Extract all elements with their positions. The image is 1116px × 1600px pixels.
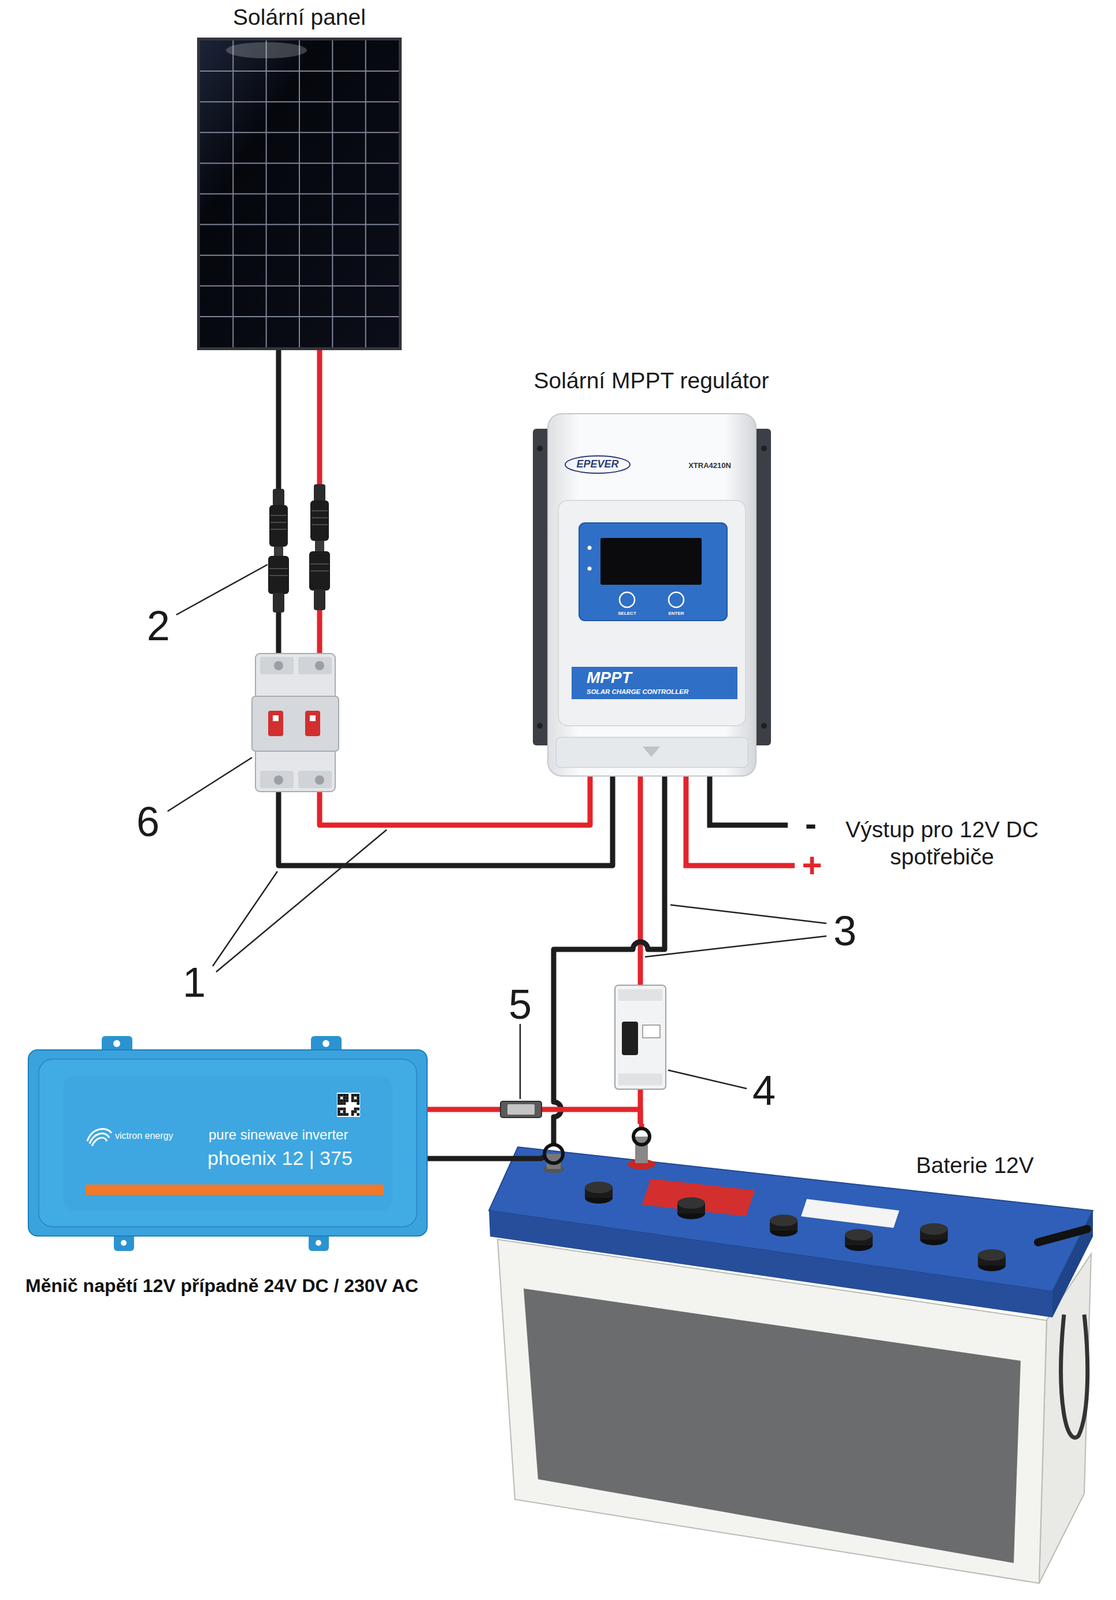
solar-panel: Solární panel — [197, 37, 402, 351]
controller-title: Solární MPPT regulátor — [534, 367, 770, 395]
solar-panel-picture — [197, 37, 402, 351]
output-label: Výstup pro 12V DC spotřebiče — [826, 816, 1058, 871]
callout-number: 5 — [508, 979, 532, 1030]
product-subtitle: SOLAR CHARGE CONTROLLER — [586, 688, 689, 697]
callout-number: 2 — [146, 601, 170, 651]
battery: Baterie 12V — [483, 1124, 1096, 1589]
button-label: ENTER — [668, 610, 684, 617]
polarity-sign: + — [801, 844, 822, 887]
battery-picture — [483, 1124, 1096, 1589]
model-number: XTRA4210N — [688, 461, 732, 471]
inverter-picture — [28, 1036, 428, 1252]
panel-title: Solární panel — [232, 4, 366, 32]
product-line: pure sinewave inverter — [208, 1126, 348, 1144]
button-label: SELECT — [617, 610, 637, 617]
mc4-connector — [309, 484, 331, 611]
charge-controller-picture — [532, 413, 771, 777]
callout-number: 6 — [136, 796, 160, 847]
inline-fuse — [500, 1101, 542, 1118]
device-caption: Měnič napětí 12V případně 24V DC / 230V … — [25, 1274, 442, 1298]
callout-number: 4 — [752, 1065, 776, 1116]
charge-controller: Solární MPPT regulátorEPEVERXTRA4210NSEL… — [532, 413, 771, 777]
brand-logo: EPEVER — [576, 458, 619, 472]
product-badge: MPPT — [586, 668, 632, 688]
model-name: phoenix 12 | 375 — [207, 1146, 353, 1171]
mc4-connector — [268, 488, 289, 613]
load-wire — [686, 776, 795, 866]
inverter: victron energy pure sinewave inverter phoe… — [28, 1036, 428, 1252]
load-wire — [709, 776, 788, 826]
dc-isolator-switch — [251, 653, 339, 792]
callout-number: 3 — [833, 906, 857, 956]
battery-title: Baterie 12V — [916, 1152, 1034, 1180]
brand-logo: victron energy — [115, 1130, 174, 1142]
polarity-sign: - — [805, 803, 817, 845]
callout-number: 1 — [182, 957, 206, 1008]
wire — [427, 1156, 484, 1162]
fuse-holder — [614, 985, 666, 1090]
